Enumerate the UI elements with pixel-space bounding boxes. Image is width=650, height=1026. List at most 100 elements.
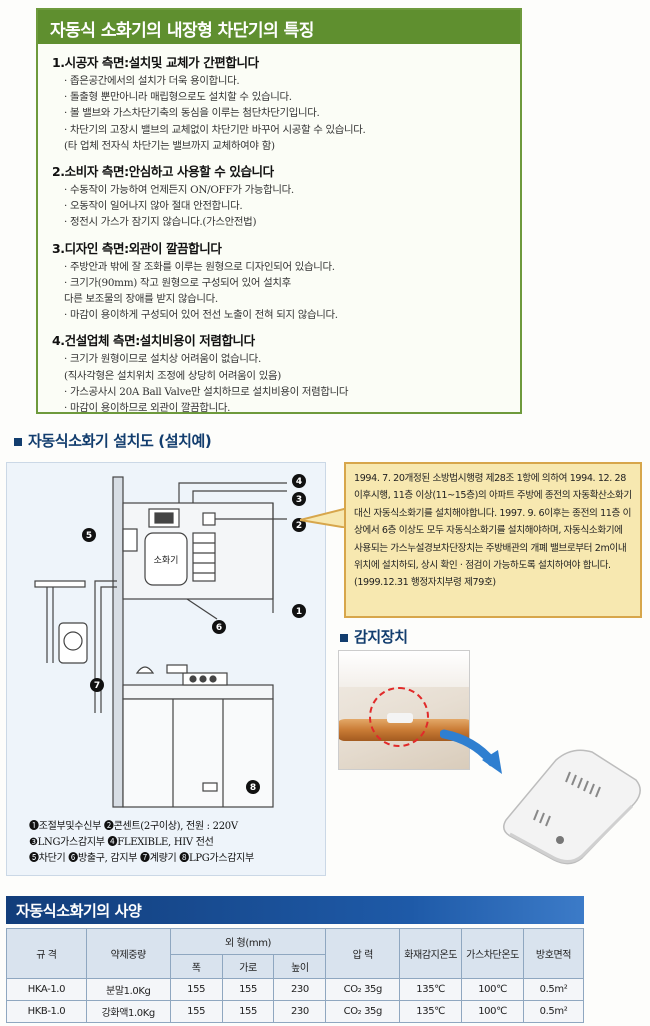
table-cell: 135℃: [399, 978, 463, 1001]
wall: [112, 476, 124, 808]
svg-text:8: 8: [250, 783, 256, 793]
spec-title: 자동식소화기의 사양: [6, 896, 584, 924]
feature-group-builder: 4.건설업체 측면:설치비용이 저렴합니다 · 크기가 원형이므로 설치상 어려…: [52, 330, 510, 416]
spec-header-row: 규 격 약제중량 외 형(mm) 압 력 화재감지온도 가스차단온도 방호면적: [6, 928, 584, 979]
feature-heading: 2.소비자 측면:안심하고 사용할 수 있습니다: [52, 164, 274, 180]
highlight-ring: [369, 687, 429, 747]
feature-line: · 좁은공간에서의 설치가 더욱 용이합니다.: [64, 75, 240, 87]
features-panel: 자동식 소화기의 내장형 차단기의 특징 1.시공자 측면:설치및 교체가 간편…: [36, 8, 522, 414]
marker-6: 6: [212, 620, 226, 634]
marker-8: 8: [246, 780, 260, 794]
feature-group-consumer: 2.소비자 측면:안심하고 사용할 수 있습니다 · 수동작이 가능하여 언제든…: [52, 161, 510, 231]
table-cell: 230: [273, 978, 327, 1001]
diagram-legend: ❶조절부및수신부 ❷콘센트(2구이상), 전원 : 220V ❸LNG가스감지부…: [29, 819, 319, 867]
feature-line: · 마감이 용이하게 구성되어 있어 전선 노출이 전혀 되지 않습니다.: [64, 309, 338, 322]
feature-line: (타 업체 전자식 차단기는 밸브까지 교체하여야 함): [64, 139, 275, 152]
spec-header-height: 높이: [273, 954, 327, 979]
spec-table: 규 격 약제중량 외 형(mm) 압 력 화재감지온도 가스차단온도 방호면적 …: [6, 928, 584, 1023]
table-cell: 분말1.0Kg: [85, 978, 171, 1001]
install-section-heading: 자동식소화기 설치도 (설치예): [14, 430, 212, 451]
feature-line: · 마감이 용이하므로 외관이 깔끔합니다.: [64, 402, 231, 415]
table-cell: 155: [169, 1000, 223, 1023]
legend-line: ❸LNG가스감지부 ❹FLEXIBLE, HIV 전선: [29, 837, 214, 848]
marker-3: 3: [292, 492, 306, 506]
sensor-device-icon: [503, 749, 641, 865]
pot: [166, 664, 188, 674]
tank-label: 소화기: [154, 555, 179, 566]
controller-display: [154, 512, 174, 524]
feature-group-installer: 1.시공자 측면:설치및 교체가 간편합니다 · 좁은공간에서의 설치가 더욱 …: [52, 52, 510, 154]
breaker-box: [122, 528, 138, 552]
svg-text:6: 6: [216, 623, 222, 633]
table-cell: 100℃: [461, 978, 525, 1001]
table-row: HKB-1.0 강화액1.0Kg 155 155 230 CO₂ 35g 135…: [6, 1000, 584, 1023]
spec-header-pressure: 압 력: [325, 928, 401, 979]
feature-line: · 정전시 가스가 잠기지 않습니다.(가스안전법): [64, 216, 257, 229]
table-cell: 155: [169, 978, 223, 1001]
sensor-photo: [338, 650, 470, 770]
sensor-heading-text: 감지장치: [354, 628, 408, 646]
feature-line: · 가스공사시 20A Ball Valve만 설치하므로 설치비용이 저렴합니…: [64, 385, 349, 398]
feature-heading: 4.건설업체 측면:설치비용이 저렴합니다: [52, 333, 255, 349]
marker-4: 4: [292, 474, 306, 488]
table-cell: 135℃: [399, 1000, 463, 1023]
table-cell: CO₂ 35g: [325, 1000, 401, 1023]
spec-header-fire-temp: 화재감지온도: [399, 928, 463, 979]
sensor-section-heading: 감지장치: [340, 626, 408, 647]
table-cell: 100℃: [461, 1000, 525, 1023]
table-cell: 강화액1.0Kg: [85, 1000, 171, 1023]
table-cell: 230: [273, 1000, 327, 1023]
install-heading-text: 자동식소화기 설치도 (설치예): [28, 432, 212, 450]
spec-header-outer: 외 형(mm): [169, 928, 327, 955]
feature-line: · 오동작이 일어나지 않아 절대 안전합니다.: [64, 200, 243, 213]
table-cell: 0.5m²: [523, 978, 584, 1001]
marker-5: 5: [82, 528, 96, 542]
feature-line: · 수동작이 가능하여 언제든지 ON/OFF가 가능합니다.: [64, 184, 294, 197]
table-row: HKA-1.0 분말1.0Kg 155 155 230 CO₂ 35g 135℃…: [6, 978, 584, 1001]
table-cell: HKB-1.0: [6, 1000, 87, 1023]
table-cell: 0.5m²: [523, 1000, 584, 1023]
legend-line: ❶조절부및수신부 ❷콘센트(2구이상), 전원 : 220V: [29, 821, 238, 832]
spec-header-width: 폭: [169, 954, 223, 979]
table-cell: 155: [221, 978, 275, 1001]
install-diagram: 1 2 3 4 5 6 7 8 소화기 ❶조절부및수신부 ❷콘센트(2구이상),…: [6, 462, 326, 876]
svg-text:1: 1: [296, 607, 302, 617]
spec-header-gas-temp: 가스차단온도: [461, 928, 525, 979]
feature-line: · 돌출형 뿐만아니라 매립형으로도 설치할 수 있습니다.: [64, 91, 292, 104]
svg-text:4: 4: [296, 477, 302, 487]
feature-line: · 크기가(90mm) 작고 원형으로 구성되어 있어 설치후: [64, 276, 291, 289]
table-cell: CO₂ 35g: [325, 978, 401, 1001]
bullet-square-icon: [340, 633, 348, 642]
feature-line: · 차단기의 고장시 밸브의 교체없이 차단기만 바꾸어 시공할 수 있습니다.: [64, 123, 366, 136]
spec-header-agent: 약제중량: [85, 928, 171, 979]
lpg-sensor: [202, 782, 218, 792]
kettle: [135, 666, 155, 674]
power-outlet: [202, 512, 216, 526]
table-cell: 155: [221, 1000, 275, 1023]
svg-text:5: 5: [86, 531, 92, 541]
marker-2: 2: [292, 518, 306, 532]
feature-line: · 주방안과 밖에 잘 조화를 이루는 원형으로 디자인되어 있습니다.: [64, 260, 335, 273]
svg-text:3: 3: [296, 495, 302, 505]
install-diagram-drawing: 1 2 3 4 5 6 7 8 소화기: [34, 474, 306, 808]
spec-header-area: 방호면적: [523, 928, 584, 979]
feature-heading: 1.시공자 측면:설치및 교체가 간편합니다: [52, 55, 259, 70]
extinguisher-tank: [144, 532, 188, 586]
spec-subheader-row: 폭 가로 높이: [7, 954, 584, 979]
spec-header-length: 가로: [221, 954, 275, 979]
feature-line: · 볼 밸브와 가스차단기축의 동심을 이루는 첨단차단기입니다.: [64, 107, 320, 120]
feature-line: · 크기가 원형이므로 설치상 어려움이 없습니다.: [64, 353, 261, 366]
feature-line: 다른 보조물의 장애를 받지 않습니다.: [64, 293, 218, 306]
legend-line: ❺차단기 ❻방출구, 감지부 ❼계량기 ❽LPG가스감지부: [29, 853, 254, 864]
feature-line: (직사각형은 설치위치 조정에 상당히 어려움이 있음): [64, 369, 281, 382]
callout-pointer: [300, 508, 348, 528]
svg-text:7: 7: [94, 681, 100, 691]
marker-1: 1: [292, 604, 306, 618]
feature-heading: 3.디자인 측면:외관이 깔끔합니다: [52, 240, 222, 256]
regulation-callout: 1994. 7. 20개정된 소방법시행령 제28조 1항에 의하여 1994.…: [344, 462, 642, 618]
arrow-icon: [440, 729, 502, 774]
feature-group-design: 3.디자인 측면:외관이 깔끔합니다 · 주방안과 밖에 잘 조화를 이루는 원…: [52, 238, 510, 324]
marker-7: 7: [90, 678, 104, 692]
spec-header-model: 규 격: [6, 928, 87, 979]
svg-text:2: 2: [296, 521, 302, 531]
